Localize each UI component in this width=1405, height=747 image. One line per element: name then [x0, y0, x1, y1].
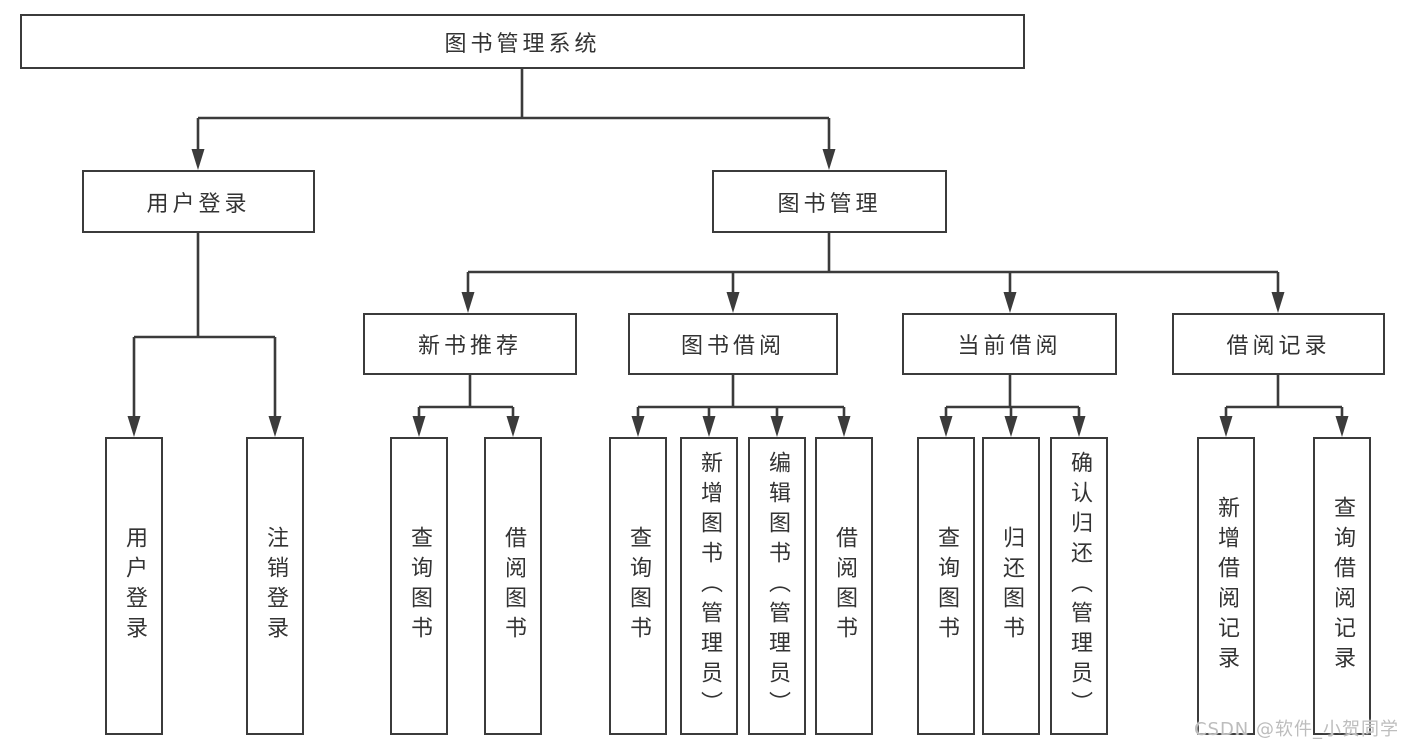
edge-current-borrow-to-children: [939, 375, 1086, 437]
leaf-borrow-books-recommend: 借阅图书: [484, 437, 542, 735]
leaf-label: 新增借阅记录: [1214, 496, 1239, 676]
edge-borrow-records-to-children: [1219, 375, 1349, 437]
leaf-query-books-borrow: 查询图书: [609, 437, 667, 735]
node-new-book-recommend: 新书推荐: [363, 313, 577, 375]
node-user-login: 用户登录: [82, 170, 315, 233]
node-label: 当前借阅: [957, 334, 1062, 359]
leaf-label: 查询图书: [934, 526, 959, 646]
edge-book-management-to-children: [461, 233, 1285, 313]
leaf-label: 借阅图书: [501, 526, 526, 646]
node-root-library-management-system: 图书管理系统: [20, 14, 1025, 69]
node-book-borrow: 图书借阅: [628, 313, 838, 375]
leaf-edit-books-admin: 编辑图书（管理员）: [748, 437, 806, 735]
edge-user-login-to-children: [127, 233, 282, 437]
node-borrow-records: 借阅记录: [1172, 313, 1385, 375]
leaf-add-books-admin: 新增图书（管理员）: [680, 437, 738, 735]
edge-root-to-level2: [191, 69, 836, 170]
leaf-label: 查询图书: [626, 526, 651, 646]
leaf-user-login: 用户登录: [105, 437, 163, 735]
leaf-label: 查询图书: [407, 526, 432, 646]
leaf-borrow-books: 借阅图书: [815, 437, 873, 735]
leaf-label: 注销登录: [263, 526, 288, 646]
node-label: 图书管理: [777, 191, 882, 217]
leaf-label: 查询借阅记录: [1330, 496, 1355, 676]
leaf-label: 借阅图书: [832, 526, 857, 646]
leaf-return-books: 归还图书: [982, 437, 1040, 735]
node-current-borrow: 当前借阅: [902, 313, 1117, 375]
leaf-label: 确认归还（管理员）: [1067, 451, 1092, 721]
leaf-confirm-return-admin: 确认归还（管理员）: [1050, 437, 1108, 735]
leaf-query-books-current: 查询图书: [917, 437, 975, 735]
csdn-watermark: CSDN @软件_小贺同学: [1193, 719, 1399, 740]
leaf-label: 用户登录: [122, 526, 147, 646]
node-label: 新书推荐: [417, 334, 522, 359]
edge-new-book-recommend-to-children: [412, 375, 520, 437]
leaf-add-borrow-record: 新增借阅记录: [1197, 437, 1255, 735]
node-label: 借阅记录: [1226, 334, 1331, 359]
leaf-label: 新增图书（管理员）: [697, 451, 722, 721]
node-label: 图书管理系统: [444, 31, 601, 57]
leaf-query-borrow-record: 查询借阅记录: [1313, 437, 1371, 735]
node-label: 用户登录: [146, 191, 251, 217]
edge-book-borrow-to-children: [631, 375, 851, 437]
leaf-label: 编辑图书（管理员）: [765, 451, 790, 721]
node-book-management: 图书管理: [712, 170, 947, 233]
leaf-label: 归还图书: [999, 526, 1024, 646]
leaf-query-books-recommend: 查询图书: [390, 437, 448, 735]
node-label: 图书借阅: [680, 334, 785, 359]
leaf-logout: 注销登录: [246, 437, 304, 735]
